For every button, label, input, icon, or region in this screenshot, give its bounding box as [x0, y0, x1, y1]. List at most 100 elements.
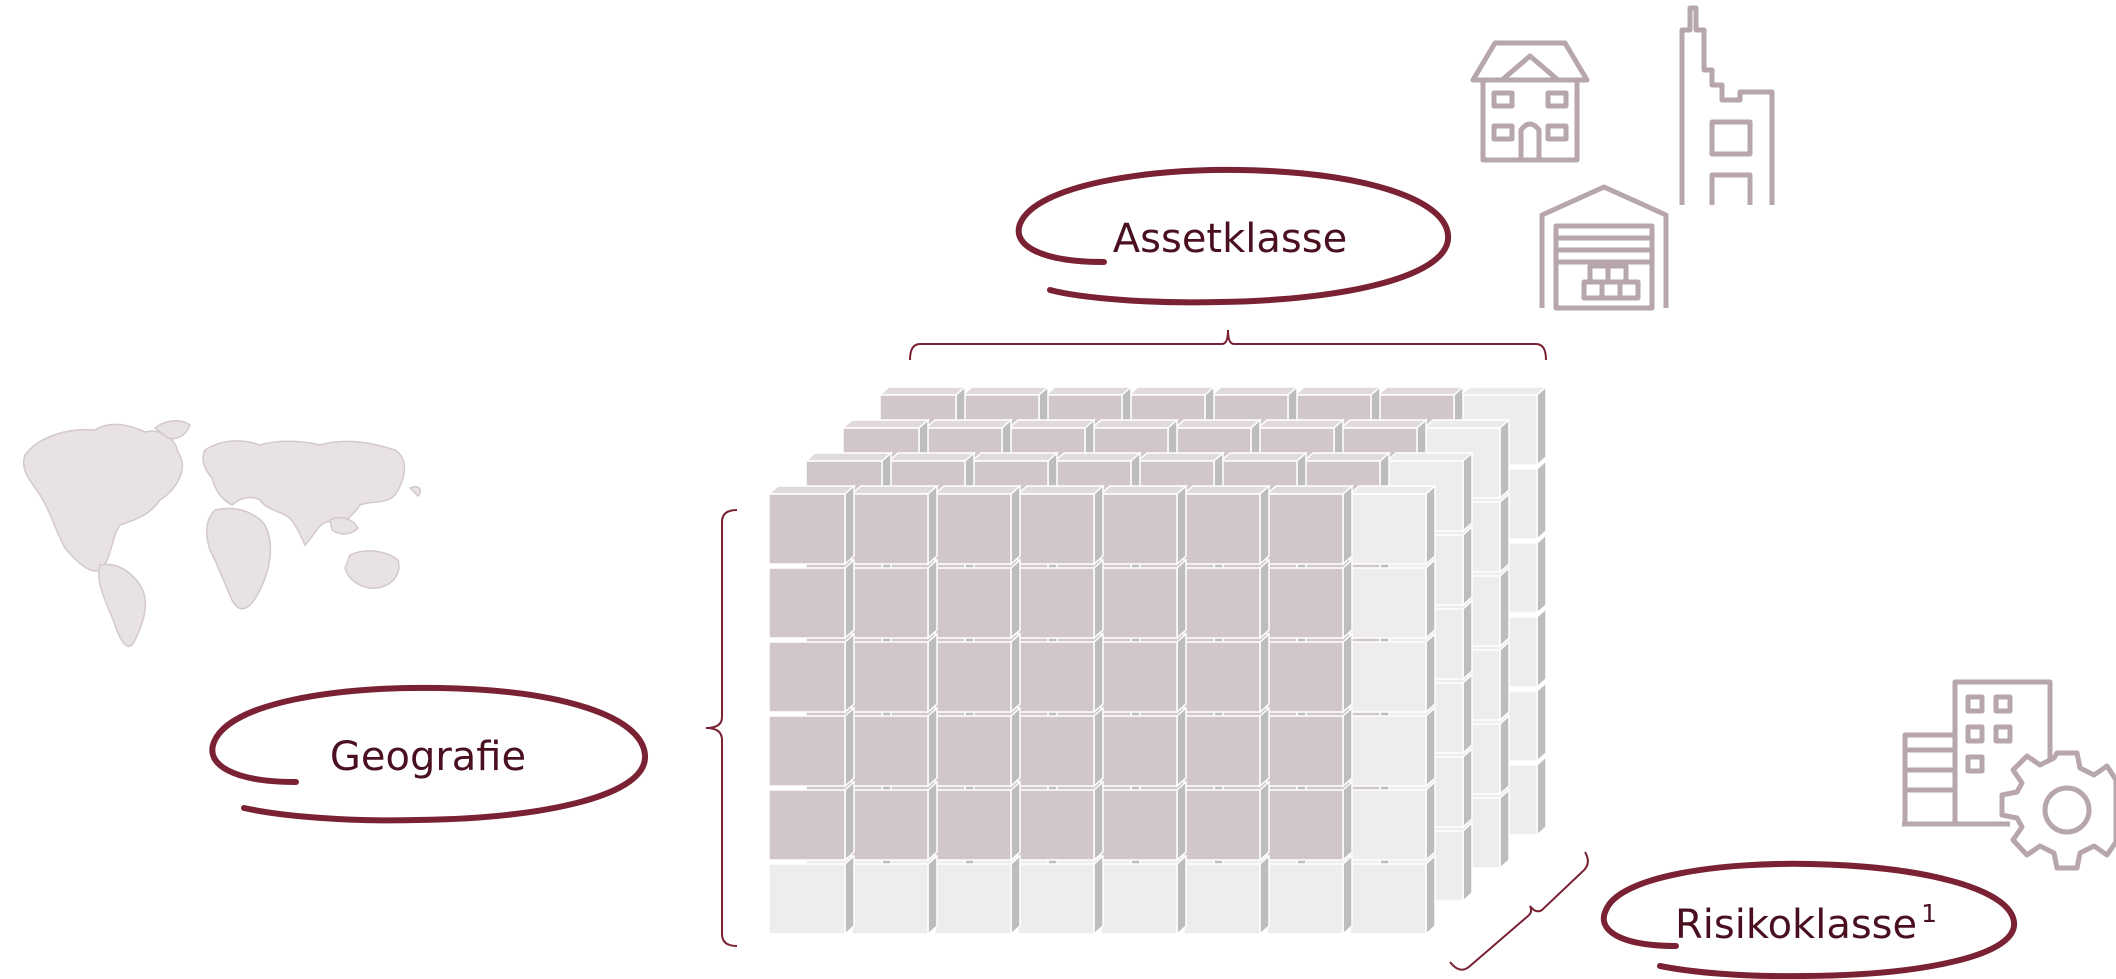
cube-side-face: [1425, 780, 1436, 862]
cube-side-face: [927, 484, 938, 566]
cube-side-face: [1342, 558, 1353, 640]
cube-side-face: [1010, 854, 1021, 936]
cube-side-face: [1093, 558, 1104, 640]
data-cube: [767, 385, 1548, 936]
cube-top-face: [961, 386, 1050, 396]
cube-front-face: [768, 641, 846, 713]
cube-top-face: [1044, 386, 1133, 396]
cube-side-face: [1536, 385, 1547, 467]
cube-side-face: [844, 780, 855, 862]
cube-front-face: [1266, 789, 1344, 861]
cube-front-face: [1349, 863, 1427, 935]
cube-side-face: [1536, 607, 1547, 689]
cube-side-face: [844, 854, 855, 936]
cube-front-face: [934, 863, 1012, 935]
cube-top-face: [933, 485, 1022, 495]
cube-top-face: [1422, 419, 1511, 429]
cube-front-face: [1183, 641, 1261, 713]
cube-front-face: [1266, 567, 1344, 639]
cube-side-face: [1342, 706, 1353, 788]
cube-front-face: [851, 715, 929, 787]
cube-side-face: [1342, 854, 1353, 936]
cube-side-face: [1010, 484, 1021, 566]
cube-side-face: [1259, 854, 1270, 936]
cube-side-face: [1093, 780, 1104, 862]
skyscraper-icon: [1679, 5, 1775, 205]
world-map-icon: [23, 420, 422, 647]
cube-side-face: [1093, 854, 1104, 936]
cube-side-face: [1462, 747, 1473, 829]
cube-side-face: [844, 632, 855, 714]
cube-side-face: [927, 780, 938, 862]
cube-side-face: [927, 706, 938, 788]
scribble-ellipse: [1600, 860, 2018, 979]
cube-top-face: [850, 485, 939, 495]
cube-side-face: [1425, 632, 1436, 714]
scribble-ellipse: [209, 684, 649, 824]
cube-front-face: [934, 715, 1012, 787]
cube-front-face: [1349, 493, 1427, 565]
cube-front-face: [1017, 567, 1095, 639]
cube-side-face: [1499, 566, 1510, 648]
warehouse-icon: [1539, 184, 1669, 311]
cube-front-face: [851, 567, 929, 639]
cube-front-face: [1266, 641, 1344, 713]
cube-top-face: [841, 419, 930, 429]
cube-front-face: [1349, 641, 1427, 713]
cube-side-face: [1176, 854, 1187, 936]
cube-side-face: [1259, 484, 1270, 566]
cube-front-face: [1349, 567, 1427, 639]
cube-front-face: [934, 641, 1012, 713]
cube-side-face: [1425, 706, 1436, 788]
cube-side-face: [1176, 484, 1187, 566]
cube-front-face: [1017, 863, 1095, 935]
cube-top-face: [1053, 452, 1142, 462]
cube-top-face: [1090, 419, 1179, 429]
cube-top-face: [1099, 485, 1188, 495]
cube-side-face: [1093, 632, 1104, 714]
cube-front-face: [1100, 715, 1178, 787]
cube-top-face: [1219, 452, 1308, 462]
cube-top-face: [1459, 386, 1548, 396]
assetklasse-label: Assetklasse: [1113, 216, 1347, 262]
risikoklasse-footnote: 1: [1921, 899, 1937, 928]
cube-front-face: [768, 493, 846, 565]
cube-side-face: [1259, 558, 1270, 640]
cube-side-face: [1259, 632, 1270, 714]
cube-top-face: [1293, 386, 1382, 396]
cube-top-face: [1210, 386, 1299, 396]
cube-top-face: [1173, 419, 1262, 429]
scribble-ellipse: [1015, 166, 1452, 306]
cube-side-face: [927, 558, 938, 640]
cube-top-face: [1376, 386, 1465, 396]
cube-front-face: [934, 567, 1012, 639]
cube-front-face: [1183, 715, 1261, 787]
cube-top-face: [1136, 452, 1225, 462]
cube-side-face: [1499, 418, 1510, 500]
bracket-risikoklasse: [1449, 851, 1589, 971]
cube-top-face: [878, 386, 967, 396]
cube-front-face: [1349, 715, 1427, 787]
cube-front-face: [1017, 715, 1095, 787]
cube-side-face: [1259, 706, 1270, 788]
cube-top-face: [804, 452, 893, 462]
cube-side-face: [1176, 632, 1187, 714]
cube-front-face: [1017, 493, 1095, 565]
cube-top-face: [887, 452, 976, 462]
cube-front-face: [1266, 493, 1344, 565]
cube-side-face: [844, 706, 855, 788]
cube-front-face: [851, 789, 929, 861]
cube-top-face: [1016, 485, 1105, 495]
office-gear-icon: [1902, 679, 2116, 871]
bracket-assetklasse: [909, 329, 1547, 361]
cube-front-face: [1183, 789, 1261, 861]
cube-front-face: [851, 641, 929, 713]
cube-side-face: [1010, 632, 1021, 714]
cube-front-face: [1183, 493, 1261, 565]
cube-top-face: [1256, 419, 1345, 429]
cube-side-face: [1010, 558, 1021, 640]
cube-side-face: [1176, 780, 1187, 862]
cube-side-face: [844, 558, 855, 640]
